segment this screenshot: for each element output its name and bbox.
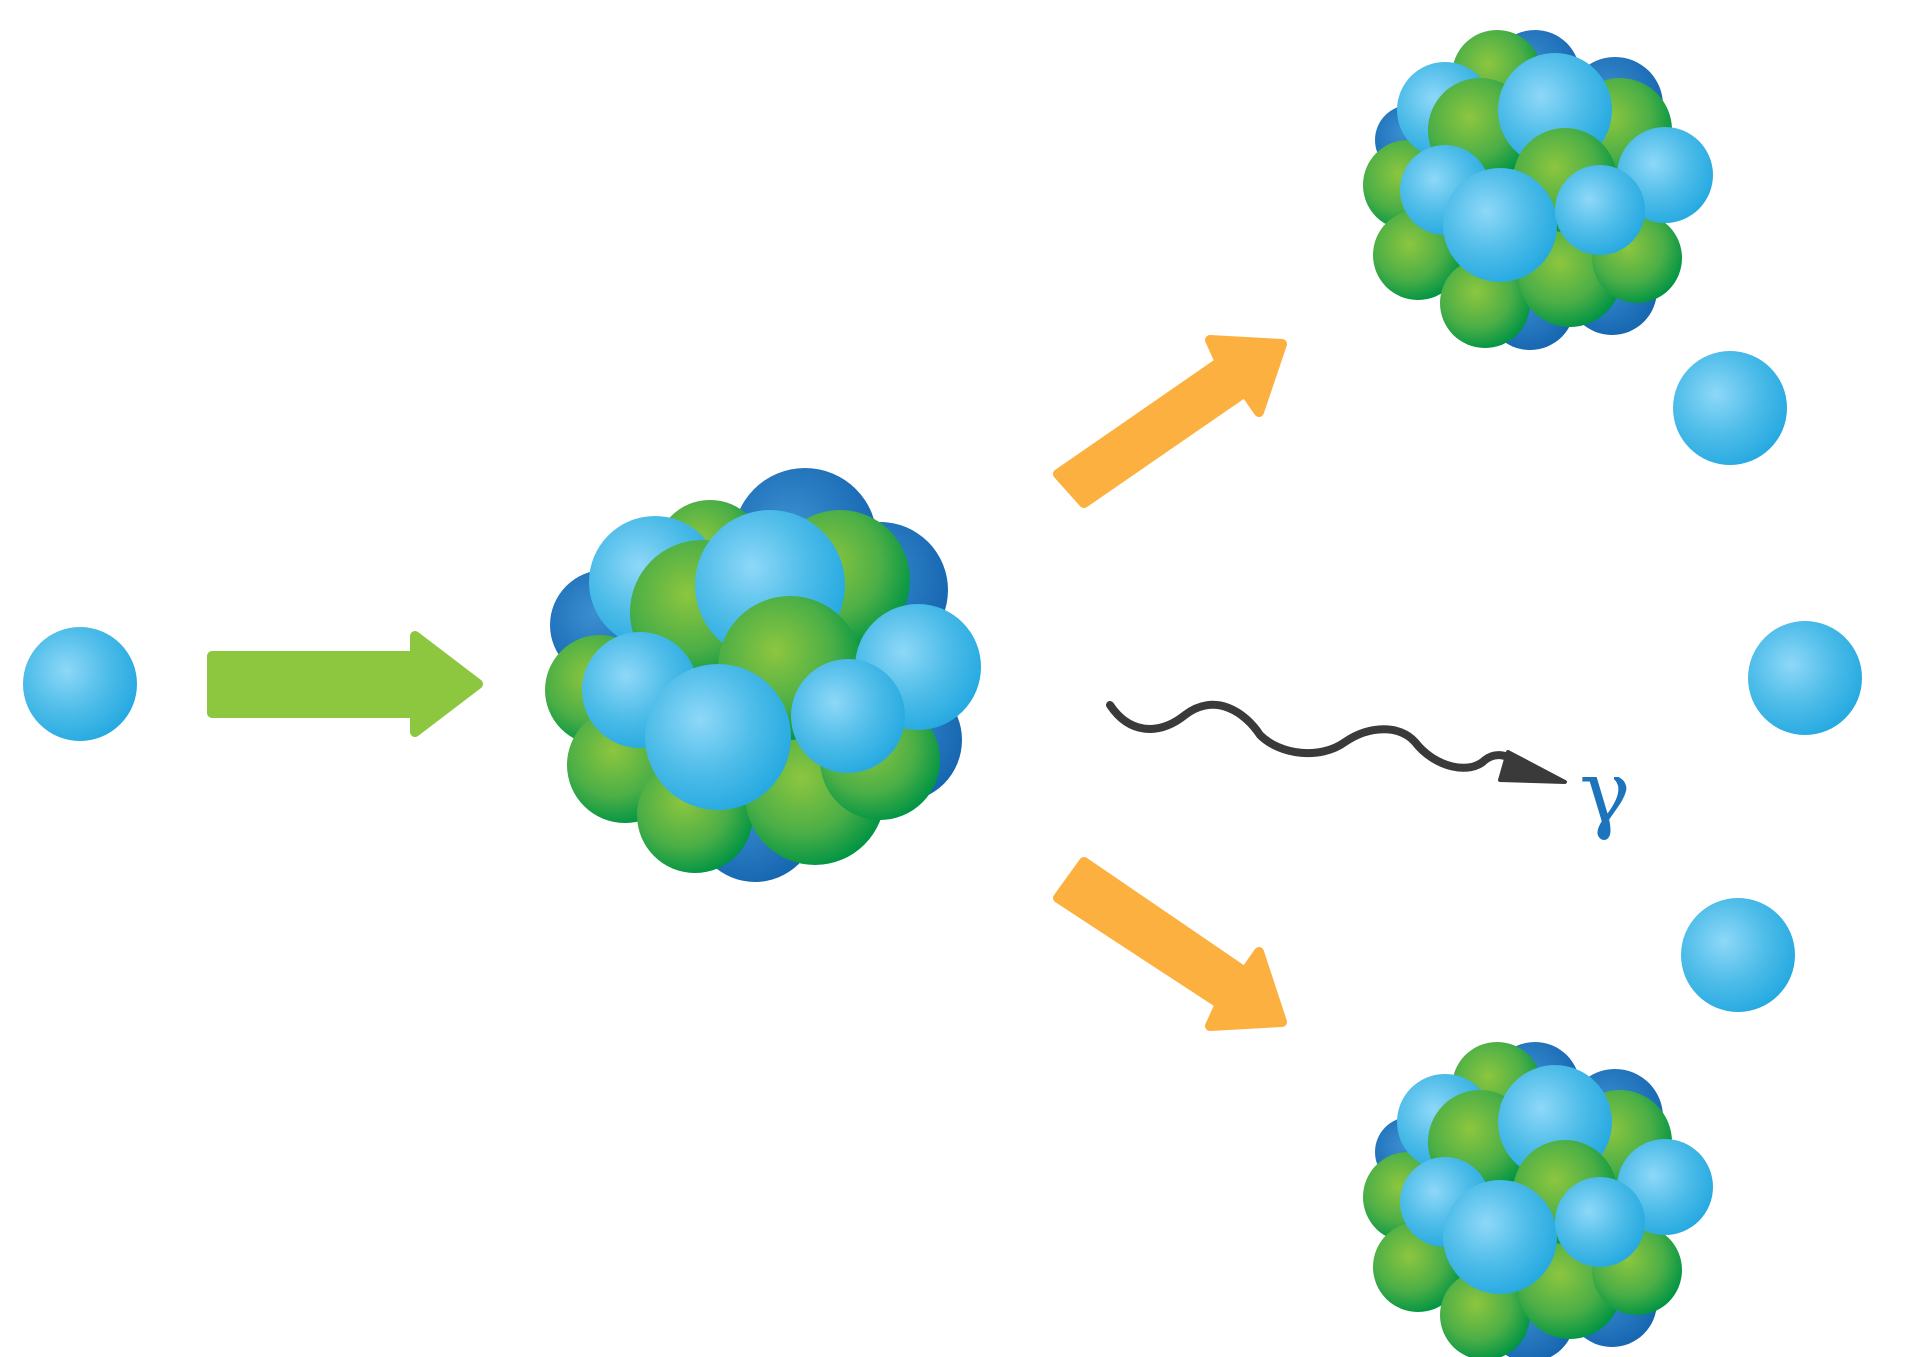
- central-nucleus: [545, 468, 981, 882]
- released-neutron-3: [1681, 898, 1795, 1012]
- released-neutron-1: [1673, 351, 1787, 465]
- gamma-label: γ: [1579, 743, 1630, 843]
- gamma-wave-arrowhead: [1498, 750, 1567, 784]
- fission-arrow-upper: [1053, 335, 1287, 508]
- fragment-nucleus-upper: [1363, 30, 1713, 350]
- released-neutron-2: [1748, 621, 1862, 735]
- incoming-arrow: [207, 631, 483, 737]
- fragment-nucleus-lower: [1363, 1042, 1713, 1357]
- fission-arrow-lower: [1053, 857, 1287, 1031]
- gamma-wave: [1106, 700, 1519, 772]
- incoming-neutron: [23, 627, 137, 741]
